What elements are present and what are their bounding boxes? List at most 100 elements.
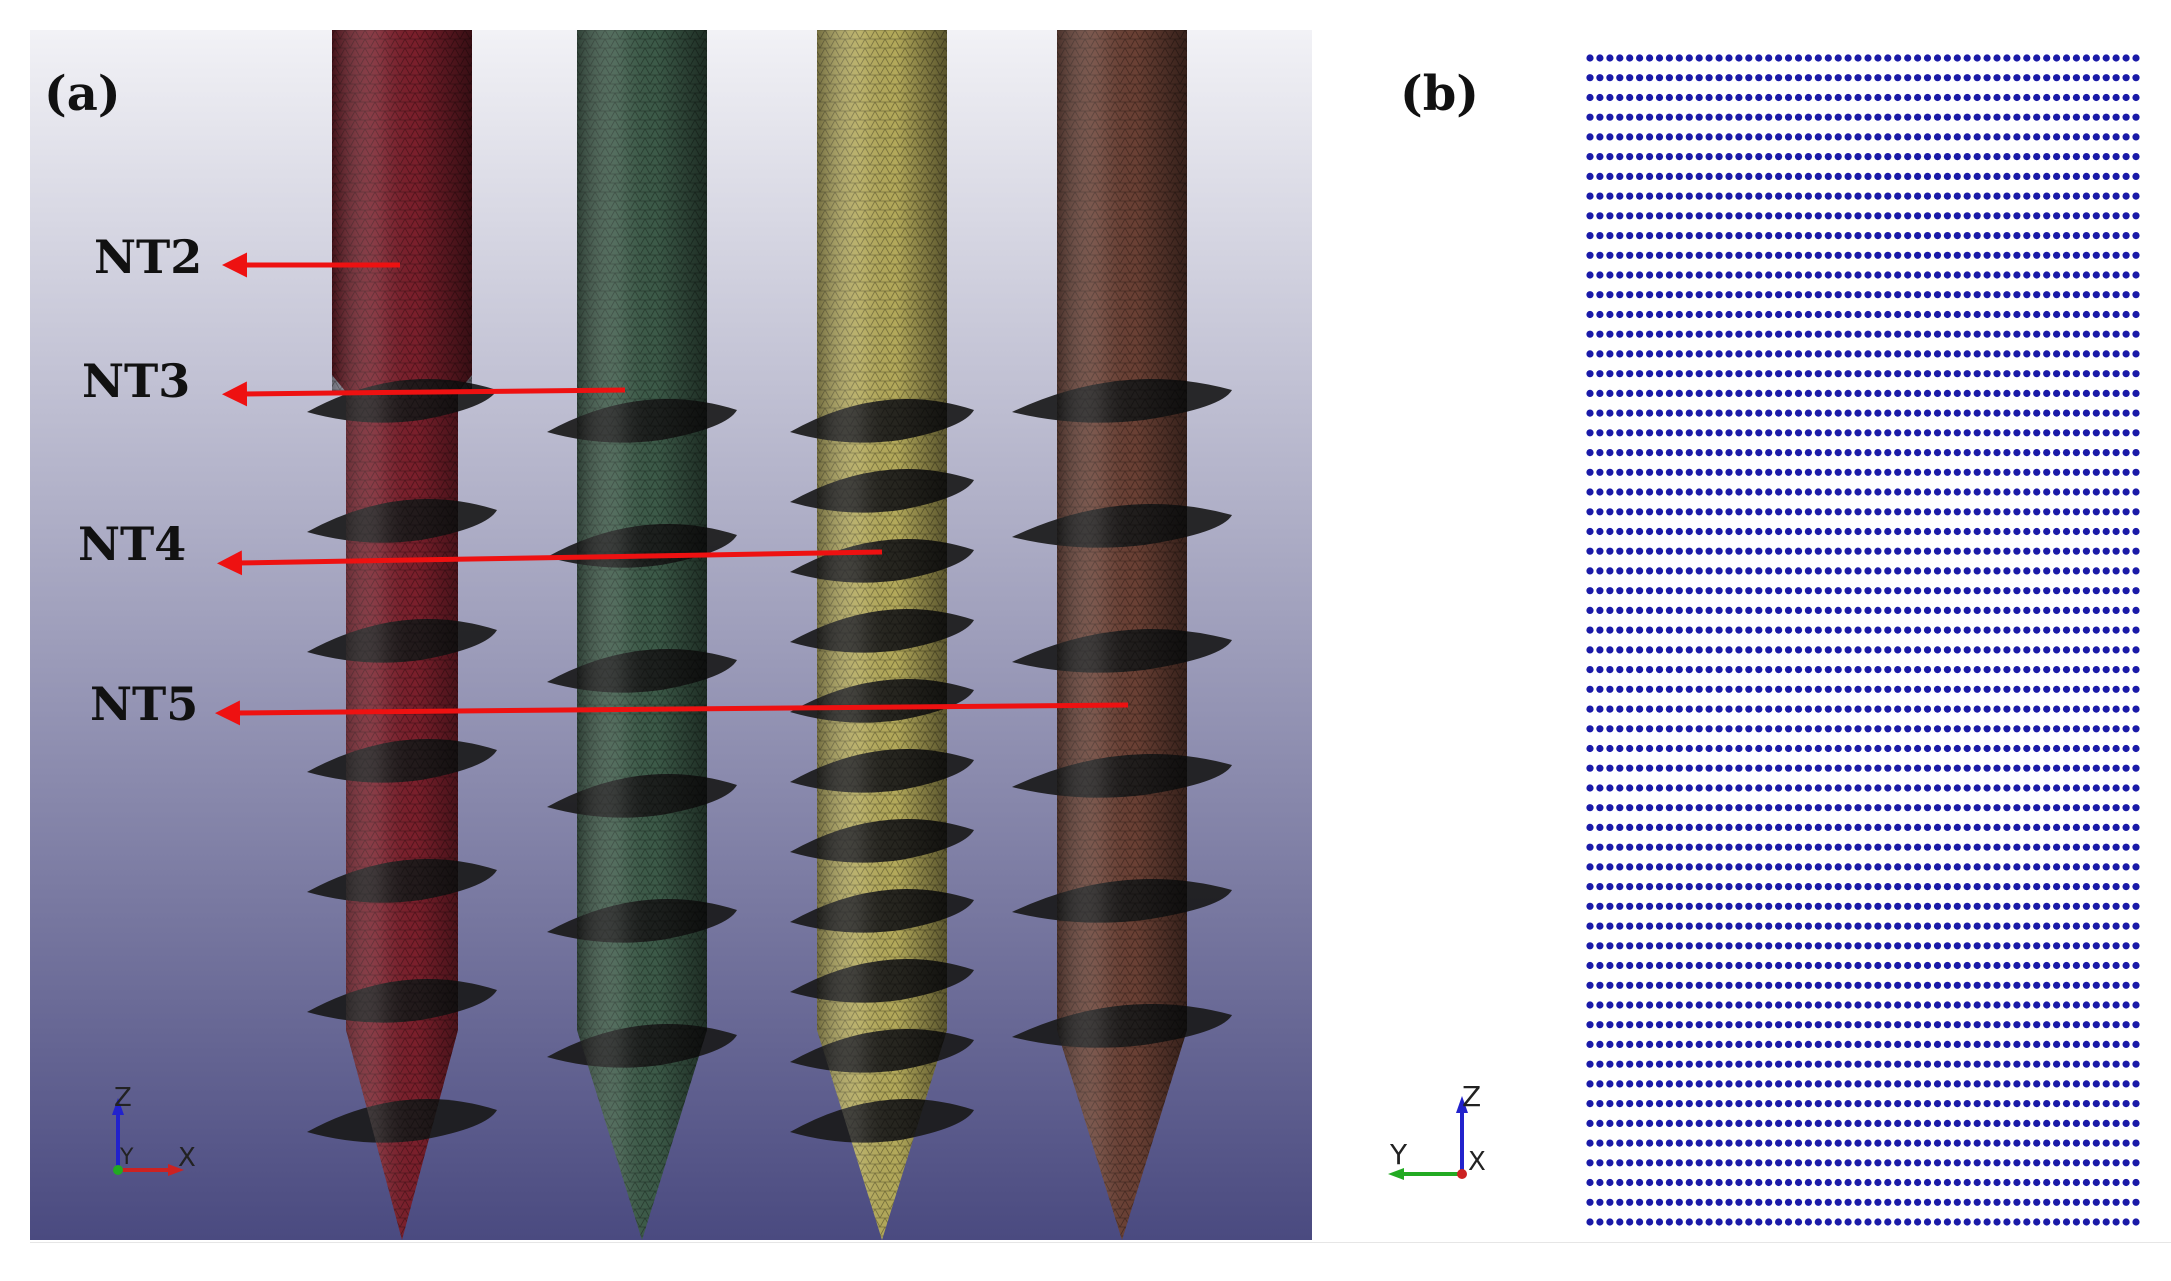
particle-dot: [2023, 449, 2031, 457]
particle-dot: [1586, 784, 1594, 792]
particle-dot: [1725, 922, 1733, 930]
particle-dot: [1854, 330, 1862, 338]
particle-dot: [1884, 587, 1892, 595]
particle-dot: [1844, 93, 1852, 102]
particle-dot: [1775, 1178, 1783, 1187]
particle-dot: [2033, 961, 2041, 970]
particle-dot: [1596, 251, 1604, 259]
particle-dot: [1616, 744, 1624, 753]
particle-dot: [1665, 449, 1673, 457]
particle-dot: [1963, 823, 1971, 832]
particle-dot: [2102, 1218, 2110, 1226]
particle-dot: [1884, 646, 1892, 654]
particle-dot: [1586, 547, 1594, 555]
particle-dot: [1775, 1198, 1783, 1206]
particle-dot: [1755, 705, 1763, 713]
particle-dot: [2043, 488, 2051, 496]
particle-dot: [1765, 527, 1773, 536]
particle-dot: [1814, 1040, 1822, 1048]
particle-dot: [1834, 1040, 1842, 1048]
particle-dot: [1636, 942, 1644, 950]
screw-nt3: [547, 30, 737, 1240]
particle-dot: [2132, 666, 2140, 674]
particle-dot: [1864, 488, 1872, 496]
particle-dot: [1884, 685, 1892, 693]
particle-dot: [1675, 1080, 1683, 1088]
particle-dot: [1814, 153, 1822, 161]
particle-dot: [1626, 1159, 1634, 1167]
particle-dot: [1794, 1080, 1803, 1088]
particle-dot: [1626, 310, 1634, 319]
particle-dot: [1616, 922, 1624, 930]
particle-dot: [2013, 646, 2021, 654]
particle-dot: [1655, 784, 1664, 792]
particle-dot: [1993, 1139, 2001, 1147]
particle-dot: [1655, 646, 1664, 654]
particle-dot: [2003, 1021, 2011, 1029]
particle-dot: [1636, 666, 1644, 674]
particle-dot: [1586, 666, 1594, 674]
particle-dot: [2082, 449, 2090, 457]
particle-dot: [1725, 823, 1733, 832]
particle-dot: [1755, 1060, 1763, 1068]
particle-dot: [1646, 192, 1654, 200]
particle-dot: [1904, 1159, 1912, 1167]
particle-dot: [1586, 1001, 1594, 1009]
particle-dot: [1775, 133, 1783, 141]
screw-group: [307, 30, 1232, 1240]
label-nt4: NT4: [78, 517, 186, 571]
particle-dot: [1636, 370, 1644, 378]
particle-dot: [1596, 961, 1604, 970]
particle-dot: [1685, 883, 1693, 891]
particle-dot: [1636, 823, 1644, 832]
particle-dot: [2013, 310, 2021, 319]
particle-dot: [1804, 113, 1812, 121]
particle-dot: [2023, 508, 2031, 516]
particle-dot: [1973, 1080, 1981, 1088]
particle-dot: [1675, 330, 1683, 338]
particle-dot: [1685, 1040, 1693, 1048]
particle-dot: [1904, 74, 1912, 82]
particle-dot: [1755, 1159, 1763, 1167]
particle-dot: [1665, 370, 1673, 378]
particle-dot: [2003, 981, 2011, 989]
particle-dot: [1794, 883, 1803, 891]
particle-dot: [1923, 350, 1932, 358]
particle-dot: [2053, 232, 2061, 240]
particle-dot: [1973, 685, 1981, 693]
particle-dot: [1923, 449, 1932, 457]
particle-dot: [1655, 843, 1664, 851]
particle-dot: [1765, 1178, 1773, 1187]
particle-dot: [1606, 823, 1614, 832]
particle-dot: [1983, 232, 1991, 240]
particle-dot: [1695, 705, 1703, 713]
particle-dot: [2033, 547, 2041, 555]
particle-dot: [1596, 449, 1604, 457]
particle-dot: [1933, 527, 1942, 536]
particle-dot: [2132, 942, 2140, 950]
particle-dot: [1586, 626, 1594, 634]
particle-dot: [1874, 310, 1882, 319]
particle-dot: [1646, 93, 1654, 102]
particle-dot: [1993, 251, 2001, 259]
particle-dot: [1854, 902, 1862, 910]
particle-dot: [1626, 744, 1634, 753]
particle-dot: [1943, 468, 1951, 476]
particle-dot: [1725, 488, 1733, 496]
particle-dot: [1983, 764, 1991, 772]
particle-dot: [1596, 784, 1604, 792]
particle-dot: [1695, 370, 1703, 378]
particle-dot: [1834, 449, 1842, 457]
particle-dot: [2082, 232, 2090, 240]
particle-dot: [1646, 883, 1654, 891]
particle-dot: [1844, 725, 1852, 733]
particle-dot: [1844, 666, 1852, 674]
particle-dot: [1665, 567, 1673, 575]
particle-dot: [1963, 626, 1971, 634]
particle-dot: [1675, 902, 1683, 910]
particle-dot: [1636, 291, 1644, 299]
particle-dot: [1596, 468, 1604, 476]
particle-dot: [1904, 587, 1912, 595]
particle-dot: [2112, 863, 2120, 871]
particle-dot: [1933, 685, 1942, 693]
